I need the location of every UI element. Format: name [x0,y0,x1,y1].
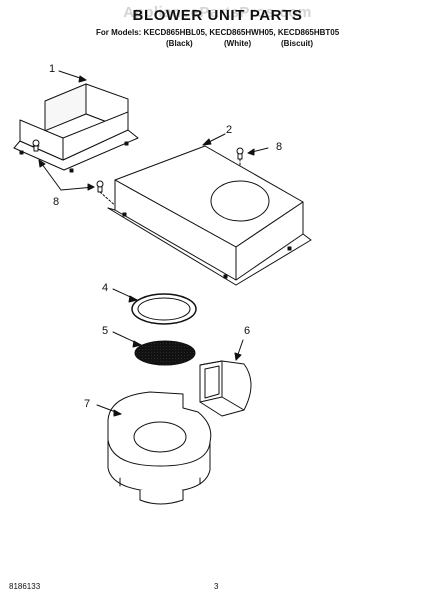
page-number: 3 [214,582,219,591]
color-biscuit-label: (Biscuit) [281,39,313,48]
watermark-logo: AppliancePartsPros.com [123,4,312,21]
callout-6: 6 [244,325,251,337]
part-2-housing [107,145,312,286]
callout-1: 1 [49,63,56,75]
color-white-label: (White) [224,39,252,48]
callout-7: 7 [84,398,91,410]
callout-2: 2 [226,124,233,136]
part-7-blower [107,391,212,505]
page-title: BLOWER UNIT PARTS [132,7,303,24]
color-black-label: (Black) [166,39,193,48]
part-8-screws [32,139,244,209]
part-6-duct-adapter [199,360,252,417]
callout-8-left: 8 [53,196,60,208]
models-line: For Models: KECD865HBL05, KECD865HWH05, … [96,28,340,37]
callout-leaders [38,70,269,417]
part-1-bracket [13,83,139,173]
part-5-mesh-filter [134,340,196,366]
callout-8-right: 8 [276,141,283,153]
callout-4: 4 [102,282,109,294]
callout-5: 5 [102,325,109,337]
part-4-ring [131,293,197,325]
document-part-number: 8186133 [9,582,41,591]
